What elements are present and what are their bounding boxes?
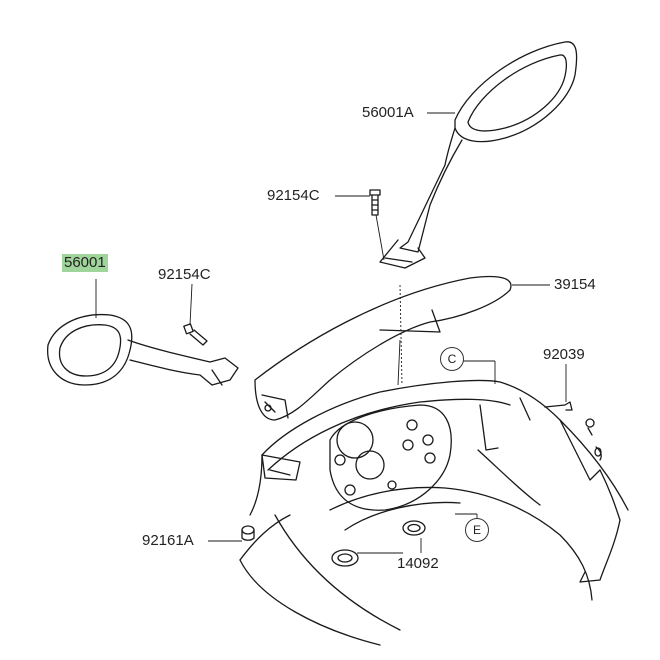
label-92154C-left: 92154C [158,266,211,283]
bolt-92154c-left [183,323,208,346]
label-56001: 56001 [62,254,108,272]
pin-92039 [544,401,602,461]
label-92039: 92039 [543,346,585,363]
damper-92161a [241,525,255,541]
grommet-14092 [331,520,426,567]
bolt-92154c-top [369,189,381,216]
mirror-left [47,313,239,386]
label-92154C-top: 92154C [267,187,320,204]
label-92161A: 92161A [142,532,194,549]
leader-lines [95,112,567,554]
cover-39154 [254,275,512,421]
mirror-right [379,41,578,269]
reference-marker-c: C [440,347,464,371]
reference-marker-e: E [465,518,489,542]
label-56001A: 56001A [362,104,414,121]
upper-cowl [239,379,629,646]
label-39154: 39154 [554,276,596,293]
label-14092: 14092 [397,555,439,572]
